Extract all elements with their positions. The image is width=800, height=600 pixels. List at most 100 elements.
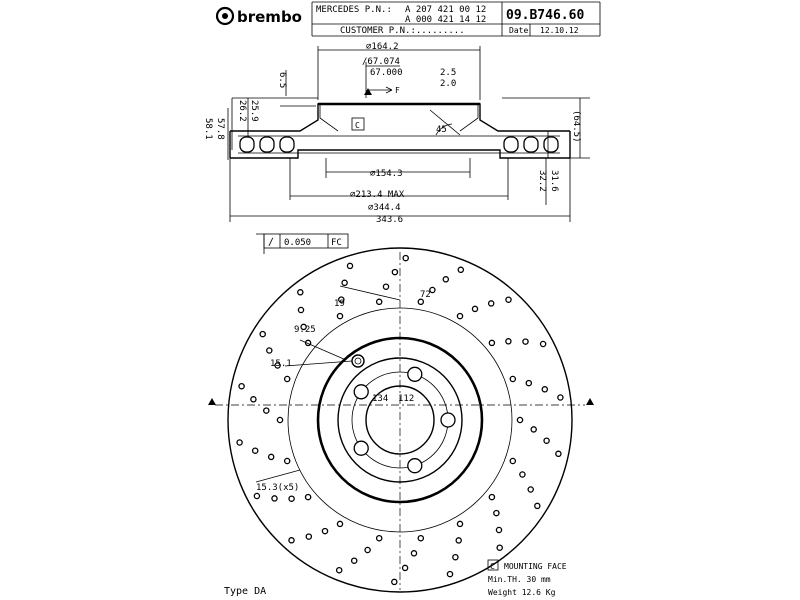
dim-pcd-1: 134 [372, 394, 388, 404]
dim-outer-diameter-2: 343.6 [376, 215, 403, 225]
drilled-hole [557, 394, 564, 401]
drilled-hole [276, 416, 284, 424]
drilled-hole [516, 416, 524, 424]
tolerance-frame: ∕ 0.050 FC [256, 233, 349, 254]
drilled-hole [274, 362, 281, 369]
logo-ring-icon [215, 6, 235, 26]
drilled-hole [429, 286, 436, 294]
dim-thickness-2: 31.6 [549, 170, 559, 192]
drilled-hole [283, 375, 291, 383]
min-thickness-label: Min.TH. 30 mm [488, 575, 551, 584]
dim-total-height: (64.5) [571, 110, 581, 143]
drilled-hole [455, 537, 462, 544]
type-label: Type DA [224, 586, 266, 597]
drilled-hole [505, 296, 512, 303]
drilled-hole [509, 457, 517, 465]
dim-bolt-holes: 15.3(x5) [256, 483, 299, 493]
mounting-ref-box [351, 117, 365, 131]
drilled-hole [417, 298, 425, 306]
drilled-hole [251, 447, 259, 454]
dim-thickness-1: 32.2 [537, 170, 547, 192]
face-label: F [395, 86, 400, 95]
datum-arrow-icon [364, 88, 372, 95]
bolt-hole [407, 366, 423, 382]
oem-label: MERCEDES P.N.: [316, 5, 392, 15]
oem-number-2: A 000 421 14 12 [405, 15, 486, 25]
brand-name: brembo [237, 8, 302, 26]
drilled-hole [519, 471, 526, 478]
tolerance-ref: FC [331, 238, 342, 248]
bolt-hole [353, 384, 369, 400]
dim-hat-outer-diameter: ∅164.2 [366, 42, 399, 52]
title-block: brembo MERCEDES P.N.: A 207 421 00 12 A … [215, 1, 601, 37]
dim-overall-2: 57.8 [215, 118, 225, 140]
drilled-hole [346, 262, 354, 270]
date-label: Date [509, 26, 528, 35]
drilled-hole [271, 495, 278, 502]
part-number: 09.B746.60 [506, 8, 584, 23]
disc-outer-edge [227, 247, 573, 593]
drilled-hole [402, 254, 409, 262]
drilled-hole [442, 276, 450, 283]
drilled-hole [391, 268, 399, 276]
drilled-hole [525, 379, 533, 387]
hat-outer-edge [316, 336, 484, 504]
drilled-hole [410, 550, 418, 557]
disc-friction-inner [287, 307, 513, 533]
drilled-hole [288, 495, 295, 502]
dim-pilot-diameter-2: 67.000 [370, 68, 403, 78]
drilled-hole [496, 544, 503, 551]
drilled-hole [297, 289, 304, 296]
drilled-hole [401, 564, 409, 572]
drilled-hole [253, 492, 261, 500]
drilled-hole [375, 298, 383, 306]
drilled-hole [250, 396, 257, 403]
brembo-logo: brembo [215, 6, 302, 26]
drilled-hole [456, 312, 464, 320]
logo-dot-icon [222, 13, 228, 19]
dim-height-1: 26.2 [237, 100, 247, 122]
drilled-hole [487, 300, 495, 307]
drilled-hole [527, 486, 534, 493]
hat-inner-edge [337, 357, 463, 483]
drilled-hole [539, 340, 547, 348]
dim-max-diameter: ∅213.4 MAX [350, 190, 405, 200]
drilled-hole [534, 502, 541, 510]
drilled-hole [488, 493, 496, 501]
drilled-hole [391, 578, 398, 586]
dim-inner-vent-diameter: ∅154.3 [370, 169, 403, 179]
dim-hat-step-2: 2.0 [440, 79, 456, 89]
section-view: ∅164.2 ∕67.074 67.000 2.5 2.0 F 26.2 25.… [203, 42, 590, 225]
notes: Type DA C MOUNTING FACE Min.TH. 30 mm We… [224, 559, 567, 597]
date-value: 12.10.12 [540, 26, 579, 35]
drilled-hole [446, 570, 454, 578]
drilled-hole [457, 266, 465, 274]
dim-holes-count: 72 [420, 290, 431, 300]
drilled-hole [336, 312, 344, 320]
drilled-hole [321, 527, 329, 535]
drilled-hole [304, 493, 312, 501]
drilled-hole [336, 520, 344, 528]
drilled-hole [505, 338, 512, 345]
dim-chamfer: 45 [436, 125, 447, 135]
wheel-bolt-holes [353, 366, 456, 474]
drilled-hole [266, 347, 273, 354]
drilled-hole [541, 386, 549, 393]
weight-label: Weight 12.6 Kg [488, 588, 556, 597]
face-view: 72 19 9.25 15.1 134 112 15.3(x5) [208, 247, 594, 593]
oem-number-1: A 207 421 00 12 [405, 5, 486, 15]
tolerance-value: 0.050 [284, 238, 311, 248]
dim-hole-diameter: 9.25 [294, 325, 316, 335]
vent-slots [239, 136, 559, 153]
dim-height-2: 25.9 [249, 100, 259, 122]
drilled-hole [259, 330, 266, 338]
drilled-hole [555, 450, 562, 458]
drilled-hole [530, 426, 537, 433]
bolt-hole [353, 440, 369, 456]
customer-label: CUSTOMER P.N.:......... [340, 26, 465, 36]
drilled-hole [341, 279, 348, 287]
drilled-hole [338, 296, 345, 303]
dim-hat-thickness: 6.5 [277, 72, 287, 88]
drilled-hole [238, 382, 245, 390]
